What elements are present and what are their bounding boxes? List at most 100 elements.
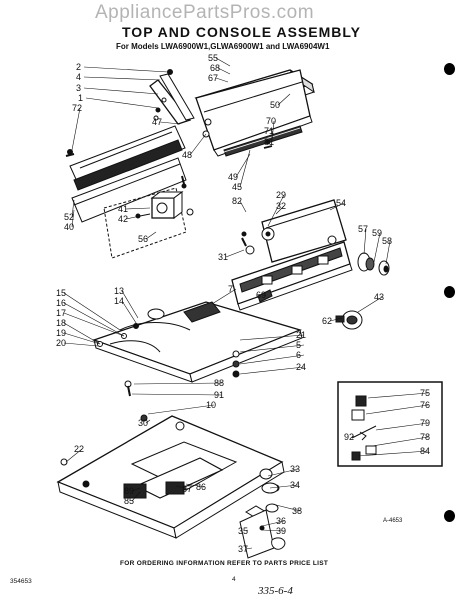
leader-line-43: [357, 296, 383, 313]
leader-line-45: [239, 149, 251, 188]
leader-line-15: [63, 292, 121, 331]
leader-line-3: [83, 87, 159, 95]
leader-line-55: [215, 57, 231, 67]
part-callout-41: 41: [118, 204, 128, 214]
leader-line-69: [263, 294, 267, 297]
leader-line-14: [121, 300, 139, 327]
part-callout-79: 79: [420, 418, 430, 428]
leader-line-79: [375, 422, 429, 431]
leader-line-20: [63, 342, 99, 347]
leader-line-68: [217, 67, 231, 75]
part-callout-39: 39: [276, 526, 286, 536]
part-callout-4: 4: [76, 72, 81, 82]
part-callout-57: 57: [358, 224, 368, 234]
leader-line-31: [225, 249, 245, 258]
part-callout-6: 6: [296, 350, 301, 360]
models-line: For Models LWA6900W1,GLWA6900W1 and LWA6…: [116, 42, 330, 51]
part-callout-30: 30: [138, 418, 148, 428]
leader-line-39: [261, 529, 285, 532]
leader-line-82: [239, 200, 247, 213]
part-callout-75: 75: [420, 388, 430, 398]
leader-line-17: [63, 312, 125, 337]
part-callout-13: 13: [114, 286, 124, 296]
part-callout-24: 24: [296, 362, 306, 372]
leader-line-86: [185, 483, 205, 488]
part-callout-91: 91: [214, 390, 224, 400]
part-callout-82: 82: [232, 196, 242, 206]
part-callout-21: 21: [296, 330, 306, 340]
part-callout-76: 76: [420, 400, 430, 410]
part-callout-19: 19: [56, 328, 66, 338]
part-callout-47: 47: [152, 117, 162, 127]
leader-line-89: [131, 487, 141, 492]
part-callout-69: 69: [256, 290, 266, 300]
console-rear-panel: [65, 125, 187, 223]
leader-line-10: [147, 404, 215, 415]
part-callout-34: 34: [290, 480, 300, 490]
leader-line-72: [71, 107, 81, 151]
leader-line-5: [239, 344, 305, 353]
leader-line-57: [363, 228, 367, 255]
leader-line-91: [131, 393, 223, 396]
leader-line-62: [329, 317, 343, 322]
leader-line-76: [365, 404, 429, 415]
part-callout-58: 58: [382, 236, 392, 246]
leader-line-6: [239, 354, 305, 365]
leader-line-42: [125, 215, 141, 220]
leader-line-70: [271, 120, 275, 141]
leader-line-1: [85, 97, 159, 109]
trim-strip: [223, 125, 303, 157]
leader-line-47: [159, 121, 181, 125]
leader-line-58: [385, 240, 391, 265]
part-callout-20: 20: [56, 338, 66, 348]
leader-line-40: [71, 209, 75, 228]
leader-line-16: [63, 302, 125, 337]
leader-line-24: [239, 366, 305, 375]
part-callout-14: 14: [114, 296, 124, 306]
part-callout-49: 49: [228, 172, 238, 182]
leader-line-2: [83, 66, 169, 73]
part-callout-22: 22: [74, 444, 84, 454]
part-callout-18: 18: [56, 318, 66, 328]
part-callout-29: 29: [276, 190, 286, 200]
part-callout-59: 59: [372, 228, 382, 238]
leader-line-88: [133, 382, 223, 385]
leader-line-41: [125, 207, 151, 210]
part-callout-1: 1: [78, 93, 83, 103]
part-callout-84: 84: [420, 446, 430, 456]
part-callout-81: 81: [264, 137, 274, 147]
leader-line-92: [351, 435, 355, 438]
inset-parts-box: [337, 381, 443, 467]
part-callout-40: 40: [64, 222, 74, 232]
leader-line-35: [245, 529, 249, 532]
leader-line-7: [211, 288, 237, 305]
part-callout-86: 86: [196, 482, 206, 492]
punch-hole-top: [444, 63, 455, 75]
watermark: AppliancePartsPros.com: [95, 2, 315, 23]
part-callout-52: 52: [64, 212, 74, 222]
part-callout-31: 31: [218, 252, 228, 262]
part-callout-54: 54: [336, 198, 346, 208]
leader-line-33: [267, 468, 299, 477]
part-callout-38: 38: [292, 506, 302, 516]
part-callout-32: 32: [276, 201, 286, 211]
part-callout-35: 35: [238, 526, 248, 536]
leader-line-34: [269, 484, 299, 489]
leader-line-54: [329, 202, 345, 211]
document-number: 354653: [10, 578, 32, 585]
part-callout-70: 70: [266, 116, 276, 126]
part-callout-5: 5: [296, 340, 301, 350]
leader-line-67: [215, 77, 229, 83]
top-cover: [92, 301, 303, 422]
part-callout-67: 67: [208, 73, 218, 83]
part-callout-45: 45: [232, 182, 242, 192]
part-callout-50: 50: [270, 100, 280, 110]
timer-assembly: [103, 175, 194, 259]
leader-line-87: [175, 485, 191, 490]
leader-line-78: [371, 436, 429, 447]
part-callout-88: 88: [214, 378, 224, 388]
part-callout-78: 78: [420, 432, 430, 442]
diagram-title: TOP AND CONSOLE ASSEMBLY: [122, 24, 361, 40]
console-front-panel: [195, 69, 313, 157]
punch-hole-bottom: [444, 510, 455, 522]
